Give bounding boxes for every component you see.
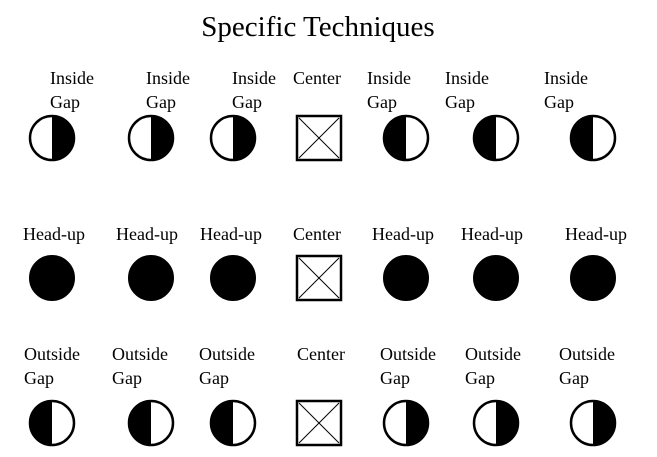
filled-circle-icon bbox=[29, 255, 75, 301]
half-left-filled-circle-icon bbox=[209, 399, 257, 447]
technique-label: Center bbox=[297, 344, 345, 364]
technique-label: Outside bbox=[199, 344, 255, 364]
technique-label: Outside bbox=[24, 344, 80, 364]
half-left-filled-circle-icon bbox=[472, 114, 520, 162]
technique-label: Head-up bbox=[461, 224, 523, 244]
half-right-filled-circle-icon bbox=[472, 399, 520, 447]
half-right-filled-circle-icon bbox=[28, 114, 76, 162]
half-right-filled-circle-icon bbox=[382, 399, 430, 447]
technique-label: Gap bbox=[112, 368, 142, 388]
half-left-filled-circle-icon bbox=[28, 399, 76, 447]
filled-circle-icon bbox=[473, 255, 519, 301]
technique-inside-gap-4: Center bbox=[293, 68, 343, 162]
technique-label: Gap bbox=[24, 368, 54, 388]
half-right-filled-circle-icon bbox=[569, 399, 617, 447]
technique-head-up-5: Head-up bbox=[372, 224, 434, 301]
row-head-up: Head-up Head-up Head-up Center Head-up Head-u… bbox=[23, 224, 627, 302]
technique-head-up-3: Head-up bbox=[200, 224, 262, 301]
technique-head-up-4: Center bbox=[293, 224, 343, 302]
technique-label: Gap bbox=[199, 368, 229, 388]
technique-head-up-2: Head-up bbox=[116, 224, 178, 301]
half-right-filled-circle-icon bbox=[127, 114, 175, 162]
technique-label: Gap bbox=[232, 92, 262, 112]
technique-label: Gap bbox=[445, 92, 475, 112]
technique-head-up-6: Head-up bbox=[461, 224, 523, 301]
technique-head-up-7: Head-up bbox=[565, 224, 627, 301]
filled-circle-icon bbox=[383, 255, 429, 301]
filled-circle-icon bbox=[570, 255, 616, 301]
technique-head-up-1: Head-up bbox=[23, 224, 85, 301]
technique-label: Gap bbox=[50, 92, 80, 112]
center-box-icon bbox=[295, 254, 343, 302]
technique-label: Center bbox=[293, 68, 341, 88]
technique-label: Outside bbox=[559, 344, 615, 364]
technique-label: Inside bbox=[445, 68, 489, 88]
technique-label: Gap bbox=[367, 92, 397, 112]
center-box-icon bbox=[295, 114, 343, 162]
center-box-icon bbox=[295, 399, 343, 447]
technique-label: Head-up bbox=[116, 224, 178, 244]
technique-label: Center bbox=[293, 224, 341, 244]
half-left-filled-circle-icon bbox=[382, 114, 430, 162]
technique-label: Gap bbox=[544, 92, 574, 112]
technique-label: Outside bbox=[380, 344, 436, 364]
technique-label: Outside bbox=[112, 344, 168, 364]
filled-circle-icon bbox=[128, 255, 174, 301]
technique-label: Head-up bbox=[565, 224, 627, 244]
technique-label: Head-up bbox=[23, 224, 85, 244]
technique-outside-gap-4: Center bbox=[295, 344, 345, 447]
technique-label: Gap bbox=[146, 92, 176, 112]
technique-label: Inside bbox=[232, 68, 276, 88]
technique-label: Inside bbox=[544, 68, 588, 88]
technique-label: Head-up bbox=[372, 224, 434, 244]
technique-label: Gap bbox=[465, 368, 495, 388]
technique-label: Inside bbox=[50, 68, 94, 88]
technique-label: Gap bbox=[380, 368, 410, 388]
half-left-filled-circle-icon bbox=[127, 399, 175, 447]
technique-label: Gap bbox=[559, 368, 589, 388]
filled-circle-icon bbox=[210, 255, 256, 301]
technique-label: Inside bbox=[146, 68, 190, 88]
half-right-filled-circle-icon bbox=[209, 114, 257, 162]
technique-label: Inside bbox=[367, 68, 411, 88]
diagram-title: Specific Techniques bbox=[201, 11, 434, 43]
technique-label: Head-up bbox=[200, 224, 262, 244]
half-left-filled-circle-icon bbox=[569, 114, 617, 162]
technique-label: Outside bbox=[465, 344, 521, 364]
